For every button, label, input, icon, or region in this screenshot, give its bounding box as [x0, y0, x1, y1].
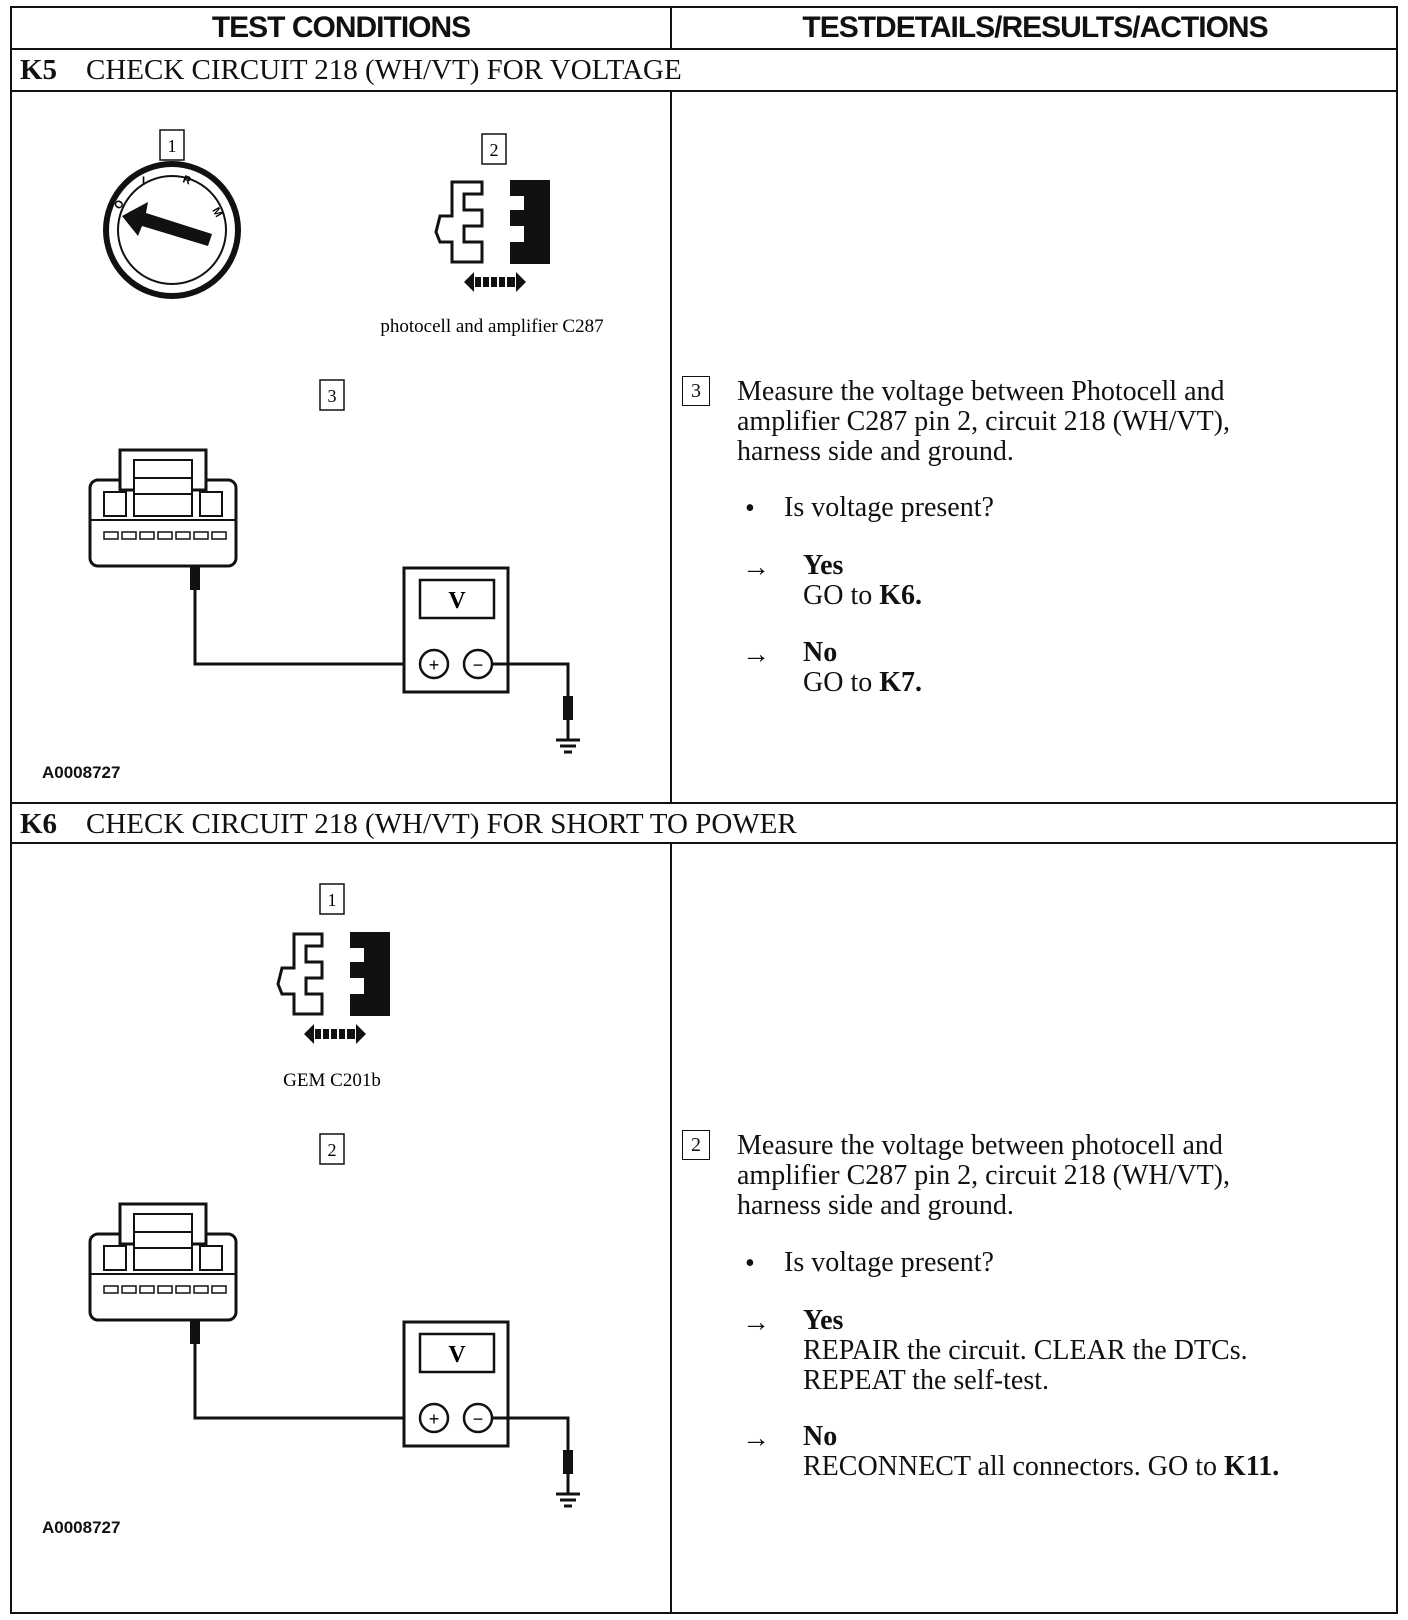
column-divider: [670, 8, 672, 50]
section-k6-figure: 1 GEM C201b 2: [88, 883, 580, 1508]
step-label: 2: [328, 1140, 337, 1160]
yes-action: REPAIR the circuit. CLEAR the DTCs.: [803, 1335, 1248, 1366]
meter-label: V: [448, 588, 466, 614]
no-label: No: [803, 637, 838, 668]
section-k5-title: CHECK CIRCUIT 218 (WH/VT) FOR VOLTAGE: [86, 53, 682, 86]
step-label: 2: [490, 140, 499, 160]
column-divider: [670, 842, 672, 1614]
no-action: RECONNECT all connectors. GO to: [803, 1451, 1217, 1482]
ground-icon: [556, 1474, 580, 1508]
section-k5-id: K5: [20, 53, 58, 86]
yes-result: Yes GO to K6.: [803, 551, 922, 611]
section-k6-id: K6: [20, 807, 58, 840]
question-text: Is voltage present?: [784, 1247, 994, 1278]
harness-connector-icon: [88, 1202, 238, 1322]
step-label: 3: [328, 386, 337, 406]
no-target: K7.: [879, 667, 923, 698]
minus-symbol: −: [473, 1409, 484, 1429]
plus-symbol: +: [429, 655, 440, 675]
yes-label: Yes: [803, 1305, 844, 1336]
step-label: 1: [328, 890, 337, 910]
arrow-icon: →: [742, 1307, 770, 1338]
meter-label: V: [448, 1342, 466, 1368]
voltmeter-icon: V + −: [402, 1320, 510, 1448]
yes-result: Yes REPAIR the circuit. CLEAR the DTCs. …: [803, 1306, 1248, 1396]
figure-id: A0008727: [42, 763, 121, 782]
no-action: GO to: [803, 667, 873, 698]
bullet-icon: •: [745, 1248, 755, 1279]
connector-disconnect-icon: [276, 932, 390, 1044]
question-text: Is voltage present?: [784, 492, 994, 523]
harness-connector-icon: [88, 448, 238, 568]
arrow-icon: →: [742, 1423, 770, 1454]
step-label: 2: [682, 1130, 710, 1160]
divider: [12, 802, 1396, 804]
no-target: K11.: [1223, 1451, 1280, 1482]
section-k6-title: CHECK CIRCUIT 218 (WH/VT) FOR SHORT TO P…: [86, 807, 797, 840]
voltmeter-icon: V + −: [402, 566, 510, 694]
no-result: No GO to K7.: [803, 638, 922, 698]
divider: [12, 842, 1396, 844]
divider: [12, 48, 1396, 50]
figure-id: A0008727: [42, 1518, 121, 1537]
section-k5-header: K5 CHECK CIRCUIT 218 (WH/VT) FOR VOLTAGE: [20, 50, 682, 90]
step-label: 3: [682, 376, 710, 406]
no-label: No: [803, 1421, 838, 1452]
column-divider: [670, 90, 672, 804]
plus-symbol: +: [429, 1409, 440, 1429]
connector-disconnect-icon: [434, 180, 550, 292]
connector-caption: GEM C201b: [283, 1070, 381, 1091]
arrow-icon: →: [742, 552, 770, 583]
arrow-icon: →: [742, 639, 770, 670]
yes-action: GO to: [803, 580, 873, 611]
yes-label: Yes: [803, 550, 844, 581]
test-procedure-table: TEST CONDITIONS TESTDETAILS/RESULTS/ACTI…: [10, 6, 1398, 1614]
column-header-test-details: TESTDETAILS/RESULTS/ACTIONS: [802, 11, 1268, 44]
no-result: No RECONNECT all connectors. GO to K11.: [803, 1422, 1279, 1482]
bullet-icon: •: [745, 493, 755, 524]
yes-target: K6.: [879, 580, 923, 611]
divider: [12, 90, 1396, 92]
measurement-instruction: Measure the voltage between Photocell an…: [737, 376, 1230, 467]
measurement-instruction: Measure the voltage between photocell an…: [737, 1130, 1230, 1221]
minus-symbol: −: [473, 655, 484, 675]
section-k6-header: K6 CHECK CIRCUIT 218 (WH/VT) FOR SHORT T…: [20, 804, 797, 844]
yes-action: REPEAT the self-test.: [803, 1365, 1050, 1396]
ground-icon: [556, 720, 580, 754]
section-k5-figure: 1 O I R M 2 photocell and amplifier C287: [88, 129, 604, 754]
svg-text:R: R: [181, 174, 193, 188]
svg-text:I: I: [142, 175, 145, 187]
column-header-test-conditions: TEST CONDITIONS: [211, 11, 471, 44]
connector-caption: photocell and amplifier C287: [380, 316, 603, 337]
ignition-switch-icon: O I R M: [103, 161, 241, 299]
step-label: 1: [168, 136, 177, 156]
